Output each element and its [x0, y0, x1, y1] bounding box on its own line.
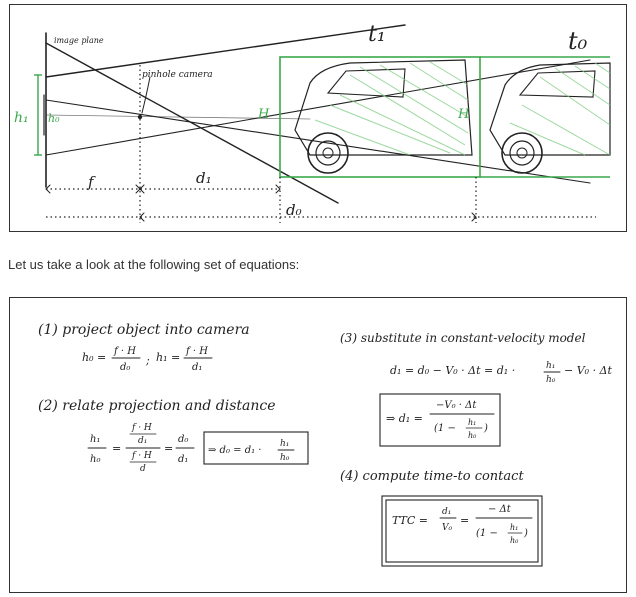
h1-label: h₁ — [14, 110, 29, 126]
eq4-eq: = — [460, 514, 469, 527]
eq3-h0: h₀ — [546, 375, 556, 385]
eq4-h1: h₁ — [510, 523, 518, 532]
d0-label: d₀ — [286, 201, 302, 219]
eq4-inner-box — [385, 499, 539, 563]
t1-label: t₁ — [368, 22, 386, 47]
eq2-result-box — [203, 431, 309, 465]
ray-top-t1 — [45, 24, 406, 78]
eq2-fh-bot: f · H — [131, 451, 152, 461]
f-label: f — [87, 173, 96, 191]
eq4-ttc: TTC = — [392, 514, 428, 527]
eq2-eq: = — [112, 442, 121, 455]
eq4-d1: d₁ — [442, 507, 451, 517]
eq4-num: − Δt — [488, 504, 512, 515]
t0-label: t₀ — [568, 27, 588, 55]
eq2-title: (2) relate projection and distance — [38, 398, 276, 414]
eq2-d1b: d₁ — [178, 454, 188, 465]
pinhole-diagram: image plane pinhole camera t₁ t₀ h₁ h₀ H… — [14, 22, 611, 223]
eq2-box-lhs: ⇒ d₀ = d₁ · — [208, 445, 261, 456]
eq2-box-h0: h₀ — [280, 453, 290, 463]
eq2-d0: d₀ — [178, 434, 188, 445]
eq1-sep: ; — [145, 354, 150, 367]
eq1-lhs1: h₀ = — [82, 351, 106, 364]
eq4-h0: h₀ — [510, 536, 519, 545]
eq4-v0: V₀ — [442, 523, 452, 533]
eq3-title: (3) substitute in constant-velocity mode… — [340, 331, 586, 345]
eq3-box-num: −V₀ · Δt — [436, 400, 477, 411]
pinhole-point — [137, 114, 143, 120]
eq2-d: d — [140, 464, 146, 474]
eq3-tail: − V₀ · Δt — [564, 364, 613, 377]
pinhole-camera-label: pinhole camera — [142, 70, 213, 80]
d1-label: d₁ — [196, 169, 212, 187]
eq1-den2: d₁ — [192, 362, 202, 373]
eq1-num1: f · H — [113, 346, 136, 357]
eq2-h1: h₁ — [90, 434, 100, 445]
image-plane-label: image plane — [54, 36, 104, 45]
eq2-fh-top: f · H — [131, 423, 152, 433]
near-car-frame — [279, 56, 481, 178]
eq2-h0: h₀ — [90, 454, 100, 465]
ray-top-t0 — [45, 59, 591, 156]
eq3-result-box — [379, 393, 501, 447]
eq2-box-h1: h₁ — [280, 439, 289, 449]
pinhole-diagram-panel: image plane pinhole camera t₁ t₀ h₁ h₀ H… — [9, 4, 627, 232]
eq3-box-h0: h₀ — [468, 431, 477, 440]
intro-text: Let us take a look at the following set … — [8, 257, 300, 272]
near-car-sketch — [294, 59, 473, 174]
eq3-box-den-a: (1 − — [434, 423, 456, 434]
eq4-den-a: (1 − — [476, 528, 498, 539]
eq1-lhs2: h₁ = — [156, 351, 180, 364]
eq1-den1: d₀ — [120, 362, 130, 373]
eq4-outer-box — [381, 495, 543, 567]
ray-bottom-t0 — [45, 99, 591, 184]
eq2-eq2: = — [164, 442, 173, 455]
h0-label: h₀ — [48, 112, 60, 125]
equations-sheet: (1) project object into camera h₀ = f · … — [38, 322, 613, 567]
equations-panel: (1) project object into camera h₀ = f · … — [9, 297, 627, 593]
eq1-num2: f · H — [185, 346, 208, 357]
H-near-label: H — [257, 107, 270, 122]
eq3-box-den-b: ) — [483, 423, 488, 434]
eq4-den-b: ) — [523, 528, 528, 539]
far-car-sketch — [489, 62, 611, 174]
eq3-box-h1: h₁ — [468, 418, 476, 427]
eq3-box-lhs: ⇒ d₁ = — [386, 412, 423, 425]
eq4-title: (4) compute time-to contact — [340, 469, 524, 484]
eq3-h1: h₁ — [546, 361, 555, 371]
eq1-title: (1) project object into camera — [38, 322, 250, 338]
eq3-line: d₁ = d₀ − V₀ · Δt = d₁ · — [390, 364, 515, 377]
H-far-label: H — [457, 107, 470, 122]
eq2-d1: d₁ — [138, 436, 147, 446]
